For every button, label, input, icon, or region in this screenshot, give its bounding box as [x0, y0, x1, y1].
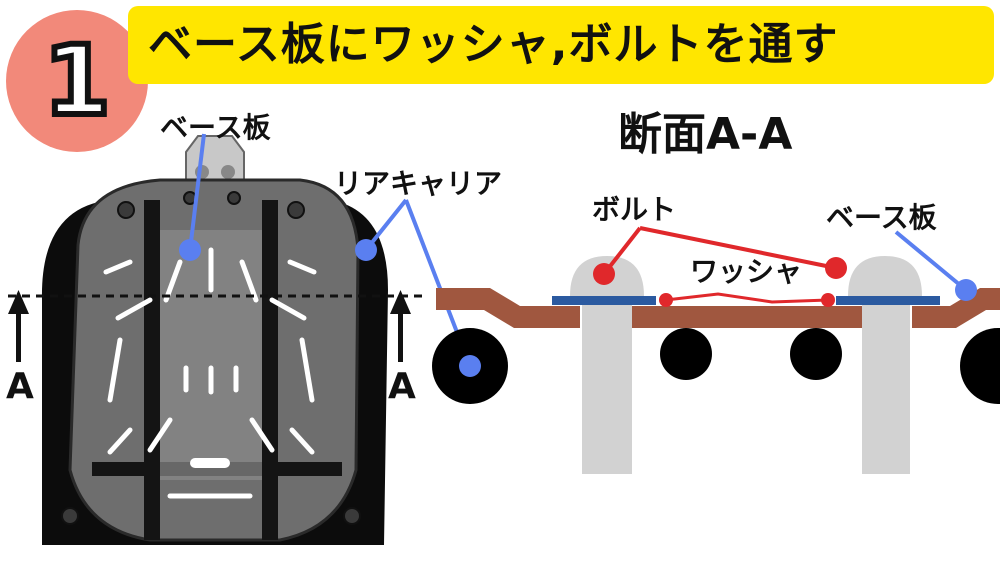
frame-bar [262, 200, 278, 540]
handle-slot [190, 458, 230, 468]
section-marker-left: A [6, 366, 34, 407]
base-plate-section [836, 296, 940, 305]
callout-dot-carrier [355, 239, 377, 261]
plate-slots [103, 247, 317, 499]
carrier-plate [632, 306, 862, 328]
callout-dot-base-plate-right [955, 279, 977, 301]
carrier-plate [912, 288, 1000, 328]
title-text: ベース板にワッシャ,ボルトを通す [148, 19, 839, 70]
carrier-tube [660, 328, 712, 380]
frame-bolts [61, 191, 361, 525]
section-marker-right: A [388, 366, 416, 407]
callout-dot-bolt [593, 263, 615, 285]
label-bolt: ボルト [592, 193, 677, 226]
step-badge [6, 10, 148, 152]
bolt-right [848, 256, 922, 474]
title-banner [128, 6, 994, 84]
label-rear-carrier: リアキャリア [334, 167, 503, 200]
callout-dot-washer [821, 293, 835, 307]
label-base-plate-section: ベース板 [826, 201, 937, 234]
frame-bar [144, 200, 160, 540]
label-washer: ワッシャ [690, 255, 803, 288]
carrier-tube [960, 328, 1000, 404]
callout-dot-washer [659, 293, 673, 307]
callout-line-base-plate-right [894, 230, 968, 292]
bracket-hole [221, 165, 235, 179]
bolt-left [570, 256, 644, 474]
section-title: 断面A-A [618, 109, 793, 160]
callout-dot-carrier [459, 355, 481, 377]
base-plate-section [552, 296, 656, 305]
carrier-plate [436, 288, 580, 328]
carrier-tube [790, 328, 842, 380]
callout-dot-base-plate [179, 239, 201, 261]
callout-line-base-plate [188, 133, 206, 251]
step-number: 1 [41, 22, 114, 140]
label-base-plate: ベース板 [160, 111, 271, 144]
callout-dot-bolt [825, 257, 847, 279]
section-arrows [8, 290, 411, 362]
cross-section [432, 226, 1000, 474]
callout-lines-washer [665, 292, 829, 304]
top-view [8, 133, 472, 545]
